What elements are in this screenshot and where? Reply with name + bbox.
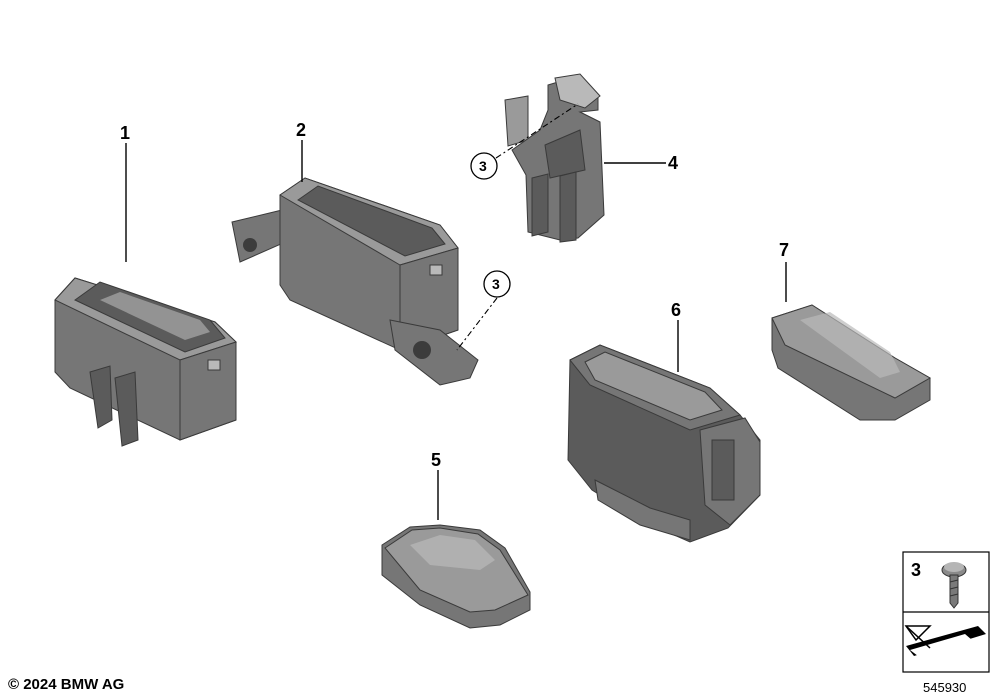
callout-label-4: 4 (668, 153, 678, 173)
callout-5: 5 (431, 450, 441, 520)
callout-6: 6 (671, 300, 681, 372)
callout-label-6: 6 (671, 300, 681, 320)
part-2-connector-housing-flanged (231, 177, 479, 386)
callout-label-3-lower: 3 (492, 276, 500, 292)
diagram-id: 545930 (923, 680, 967, 695)
legend-box: 3 (902, 551, 990, 673)
part-1-connector-housing (54, 277, 237, 447)
callout-label-7: 7 (779, 240, 789, 260)
callout-3-upper: 3 (470, 103, 579, 180)
part-6-connector-block (567, 344, 761, 543)
callout-label-5: 5 (431, 450, 441, 470)
part-5-cover (381, 524, 531, 629)
copyright-text: © 2024 BMW AG (8, 676, 125, 693)
callout-3-lower: 3 (456, 270, 511, 351)
part-7-cover (771, 304, 932, 421)
callout-2: 2 (296, 120, 306, 182)
arrow-symbol-icon (904, 625, 986, 656)
callout-label-2: 2 (296, 120, 306, 140)
part-4-bracket (504, 73, 605, 243)
callout-label-3-upper: 3 (479, 158, 487, 174)
callout-7: 7 (779, 240, 789, 302)
legend-number: 3 (911, 560, 921, 580)
callout-4: 4 (604, 153, 678, 173)
screw-icon (941, 562, 967, 609)
callout-1: 1 (120, 123, 130, 262)
callout-label-1: 1 (120, 123, 130, 143)
